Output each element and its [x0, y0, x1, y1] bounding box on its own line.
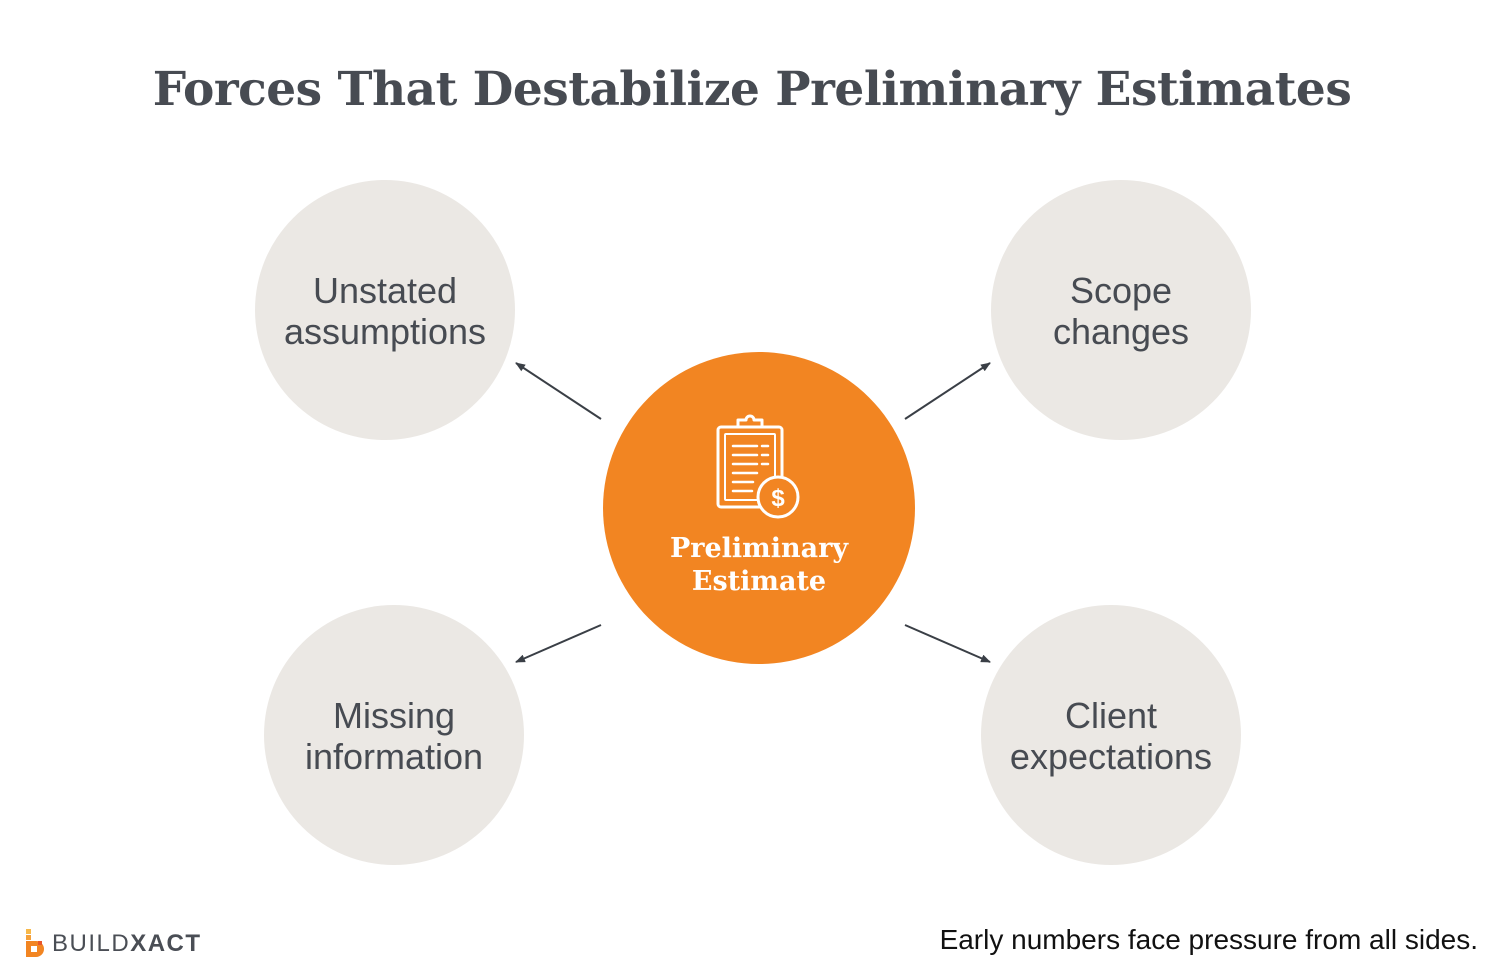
node-label-client-expectations: Client expectations: [981, 695, 1241, 777]
node-label-missing-information: Missing information: [264, 695, 524, 777]
brand-logo: BUILDXACT: [24, 926, 202, 962]
node-label-line-2: assumptions: [283, 311, 487, 352]
node-missing-information: [264, 605, 524, 865]
node-label-line-2: expectations: [1009, 736, 1213, 777]
center-label: Preliminary Estimate: [603, 532, 915, 598]
arrow-to-scope-changes: [904, 362, 991, 420]
arrow-to-missing-information: [515, 624, 602, 663]
node-unstated-assumptions: [255, 180, 515, 440]
center-label-line-1: Preliminary: [669, 533, 849, 564]
node-label-line-1: Missing: [332, 695, 456, 736]
caption: Early numbers face pressure from all sid…: [939, 924, 1478, 955]
node-client-expectations: [981, 605, 1241, 865]
node-label-scope-changes: Scope changes: [991, 270, 1251, 352]
node-label-line-2: information: [304, 736, 484, 777]
svg-text:$: $: [771, 485, 785, 512]
page-title: Forces That Destabilize Preliminary Esti…: [152, 62, 1352, 117]
buildxact-logo-icon: [26, 929, 44, 957]
node-label-line-2: changes: [1052, 311, 1190, 352]
node-scope-changes: [991, 180, 1251, 440]
brand-name-part-1: BUILD: [52, 930, 131, 957]
brand-name-part-2: XACT: [130, 930, 202, 957]
arrow-to-unstated-assumptions: [515, 362, 602, 420]
node-label-unstated-assumptions: Unstated assumptions: [255, 270, 515, 352]
clipboard-dollar-icon: $: [716, 414, 800, 519]
arrow-to-client-expectations: [904, 624, 991, 663]
node-label-line-1: Unstated: [312, 270, 458, 311]
center-label-line-2: Estimate: [691, 566, 827, 597]
node-label-line-1: Scope: [1069, 270, 1173, 311]
node-label-line-1: Client: [1064, 695, 1158, 736]
brand-name: BUILDXACT: [52, 930, 202, 958]
